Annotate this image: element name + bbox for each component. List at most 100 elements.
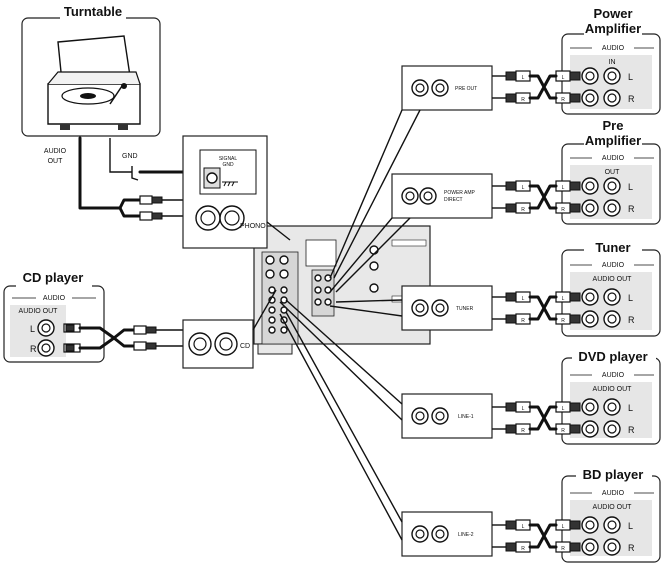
cd-callout: CD: [182, 319, 254, 369]
turntable: Turntable AUDIO OUT GND: [21, 4, 161, 165]
rca-plug-device-end: [569, 292, 581, 302]
dvd-r-label: R: [628, 425, 635, 435]
rca-plug-device-end: [569, 424, 581, 434]
pre-amp-title-1: Pre: [603, 118, 624, 133]
signal-gnd-label-2: GND: [222, 162, 234, 168]
receiver-rear-panel: [253, 225, 431, 355]
turntable-audio-out-label-2: OUT: [48, 158, 64, 165]
rca-plug-device-end: [569, 93, 581, 103]
signal-gnd-label-1: SIGNAL: [219, 156, 238, 162]
cd-r-label: R: [30, 344, 37, 354]
bd-audio-label: AUDIO: [602, 490, 625, 497]
pre-amp-r-label: R: [628, 204, 635, 214]
dvd-title: DVD player: [578, 349, 647, 364]
power-amp-title-2: Amplifier: [585, 21, 641, 36]
rca-plug-device-end: [569, 314, 581, 324]
plug-mark: L: [562, 185, 565, 191]
tuner-callout: TUNER: [401, 285, 493, 331]
turntable-audio-out-label-1: AUDIO: [44, 148, 67, 155]
rca-cable: [528, 74, 546, 100]
plug-mark: L: [522, 524, 525, 530]
pre-out-callout: PRE OUT: [401, 65, 493, 111]
rca-plug-device-end: [569, 181, 581, 191]
plug-mark: R: [521, 207, 525, 213]
bd-audio-out-label: AUDIO OUT: [593, 504, 633, 511]
rca-cable: [542, 74, 558, 100]
phono-callout: SIGNAL GND PHONO: [182, 135, 268, 249]
rca-cable: [542, 184, 558, 210]
tuner-title: Tuner: [595, 240, 630, 255]
turntable-title: Turntable: [64, 4, 122, 19]
tuner-audio-out-label: AUDIO OUT: [593, 276, 633, 283]
cd-audio-section-label: AUDIO: [43, 295, 66, 302]
dvd-audio-label: AUDIO: [602, 372, 625, 379]
rca-plug-receiver-end: [505, 93, 517, 103]
rca-plug-receiver-end: [505, 402, 517, 412]
tuner-terminal-label: TUNER: [456, 306, 474, 312]
rca-cable: [542, 405, 558, 431]
plug-mark: R: [521, 428, 525, 434]
rca-plug-receiver-end: [505, 542, 517, 552]
rca-plug-device-end: [569, 402, 581, 412]
dvd-player: DVD player AUDIO AUDIO OUT L R: [561, 348, 661, 445]
tuner-audio-label: AUDIO: [602, 262, 625, 269]
plug-mark: L: [562, 75, 565, 81]
rca-plug-device-end: [569, 520, 581, 530]
cd-terminal-label: CD: [240, 343, 250, 350]
tuner-l-label: L: [628, 293, 633, 303]
bd-r-label: R: [628, 543, 635, 553]
pre-amp-title-2: Amplifier: [585, 133, 641, 148]
plug-mark: L: [522, 296, 525, 302]
cd-l-label: L: [30, 324, 35, 334]
dvd-audio-out-label: AUDIO OUT: [593, 386, 633, 393]
rca-plug-receiver-end: [505, 71, 517, 81]
rca-plug-device-end: [569, 71, 581, 81]
rca-cable: [528, 184, 546, 210]
rca-plug-device-end: [569, 542, 581, 552]
pre-out-label: PRE OUT: [455, 86, 477, 92]
rca-plug-receiver-end: [505, 520, 517, 530]
plug-mark: L: [562, 296, 565, 302]
line2-callout: LINE-2: [401, 511, 493, 557]
pre-amp-audio-label: AUDIO: [602, 155, 625, 162]
power-amp-direct-label-2: DIRECT: [444, 197, 463, 203]
rca-cable: [542, 523, 558, 549]
plug-mark: R: [561, 546, 565, 552]
plug-mark: L: [562, 524, 565, 530]
plug-mark: R: [561, 207, 565, 213]
rca-plug-device-end: [569, 203, 581, 213]
turntable-gnd-cable: [109, 138, 132, 173]
rca-cable: [528, 405, 546, 431]
bd-title: BD player: [583, 467, 644, 482]
plug-mark: R: [521, 318, 525, 324]
rca-plug-receiver-end: [505, 203, 517, 213]
cd-audio-out-label: AUDIO OUT: [19, 308, 59, 315]
power-amp-in-label: IN: [609, 59, 616, 66]
cd-player: CD player AUDIO AUDIO OUT L R: [3, 270, 105, 363]
pre-amp-out-label: OUT: [605, 169, 621, 176]
power-amplifier: Power Amplifier AUDIO IN L R: [561, 4, 661, 115]
rca-cable: [528, 295, 546, 321]
tuner: Tuner AUDIO AUDIO OUT L R: [561, 240, 661, 337]
pre-amp-l-label: L: [628, 182, 633, 192]
power-amp-l-label: L: [628, 72, 633, 82]
pre-amplifier: Pre Amplifier AUDIO OUT L R: [561, 116, 661, 225]
rca-cable: [528, 523, 546, 549]
cd-player-title: CD player: [23, 270, 84, 285]
rca-plug-receiver-end: [505, 424, 517, 434]
power-amp-r-label: R: [628, 94, 635, 104]
bd-player: BD player AUDIO AUDIO OUT L R: [561, 466, 661, 563]
plug-mark: R: [561, 428, 565, 434]
power-amp-direct-label-1: POWER AMP: [444, 190, 476, 196]
plug-mark: R: [521, 546, 525, 552]
turntable-audio-cable: [78, 136, 122, 210]
gnd-lug-icon: [131, 166, 139, 181]
power-amp-audio-label: AUDIO: [602, 45, 625, 52]
rca-plug-receiver-end: [505, 314, 517, 324]
tuner-r-label: R: [628, 315, 635, 325]
plug-mark: L: [522, 75, 525, 81]
power-amp-title-1: Power: [593, 6, 632, 21]
phono-plugs: [118, 195, 196, 221]
line2-terminal-label: LINE-2: [458, 532, 474, 538]
